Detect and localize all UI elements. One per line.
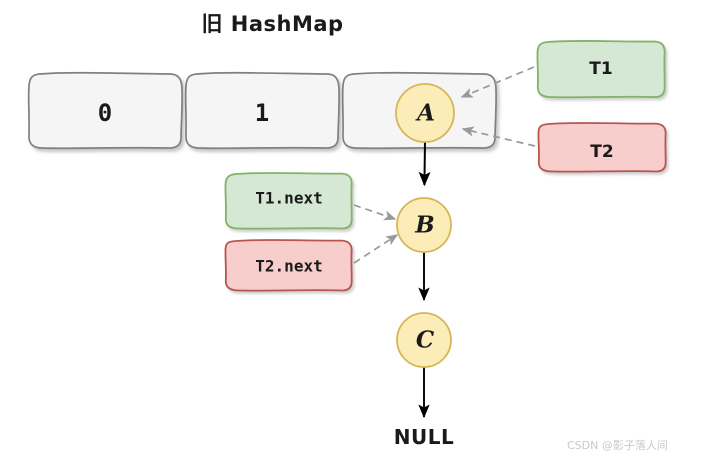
null-terminator-label: NULL (393, 425, 455, 449)
list-node-c[interactable] (396, 312, 452, 368)
bucket-cell-1-label: 1 (254, 99, 270, 127)
edge-a-to-b (418, 141, 431, 187)
csdn-watermark: CSDN @影子落人间 (567, 439, 668, 452)
list-node-b[interactable] (396, 197, 452, 253)
diagram-title: 旧 HashMap (201, 12, 344, 36)
list-node-b-label: B (415, 211, 435, 239)
list-node-c-label: C (415, 326, 435, 354)
bucket-cell-0-label: 0 (97, 99, 113, 127)
edge-t2-to-a (461, 126, 536, 147)
thread-box-t2[interactable] (537, 122, 667, 173)
edge-t1-to-a (460, 66, 535, 98)
thread-box-t1-next[interactable] (224, 172, 353, 230)
thread-box-t2-label: T2 (590, 142, 614, 162)
bucket-cell-0[interactable] (27, 71, 183, 150)
list-node-a[interactable] (395, 83, 455, 143)
bucket-cell-1[interactable] (184, 71, 340, 150)
thread-box-t1-label: T1 (589, 59, 613, 79)
edge-t2next-to-b (353, 234, 399, 264)
thread-box-t1-next-label: T1.next (255, 188, 323, 208)
list-node-a-label: A (417, 99, 435, 127)
edge-t1next-to-b (353, 204, 397, 221)
thread-box-t2-next[interactable] (224, 239, 353, 292)
thread-box-t1[interactable] (536, 39, 666, 99)
thread-box-t2-next-label: T2.next (255, 256, 323, 276)
